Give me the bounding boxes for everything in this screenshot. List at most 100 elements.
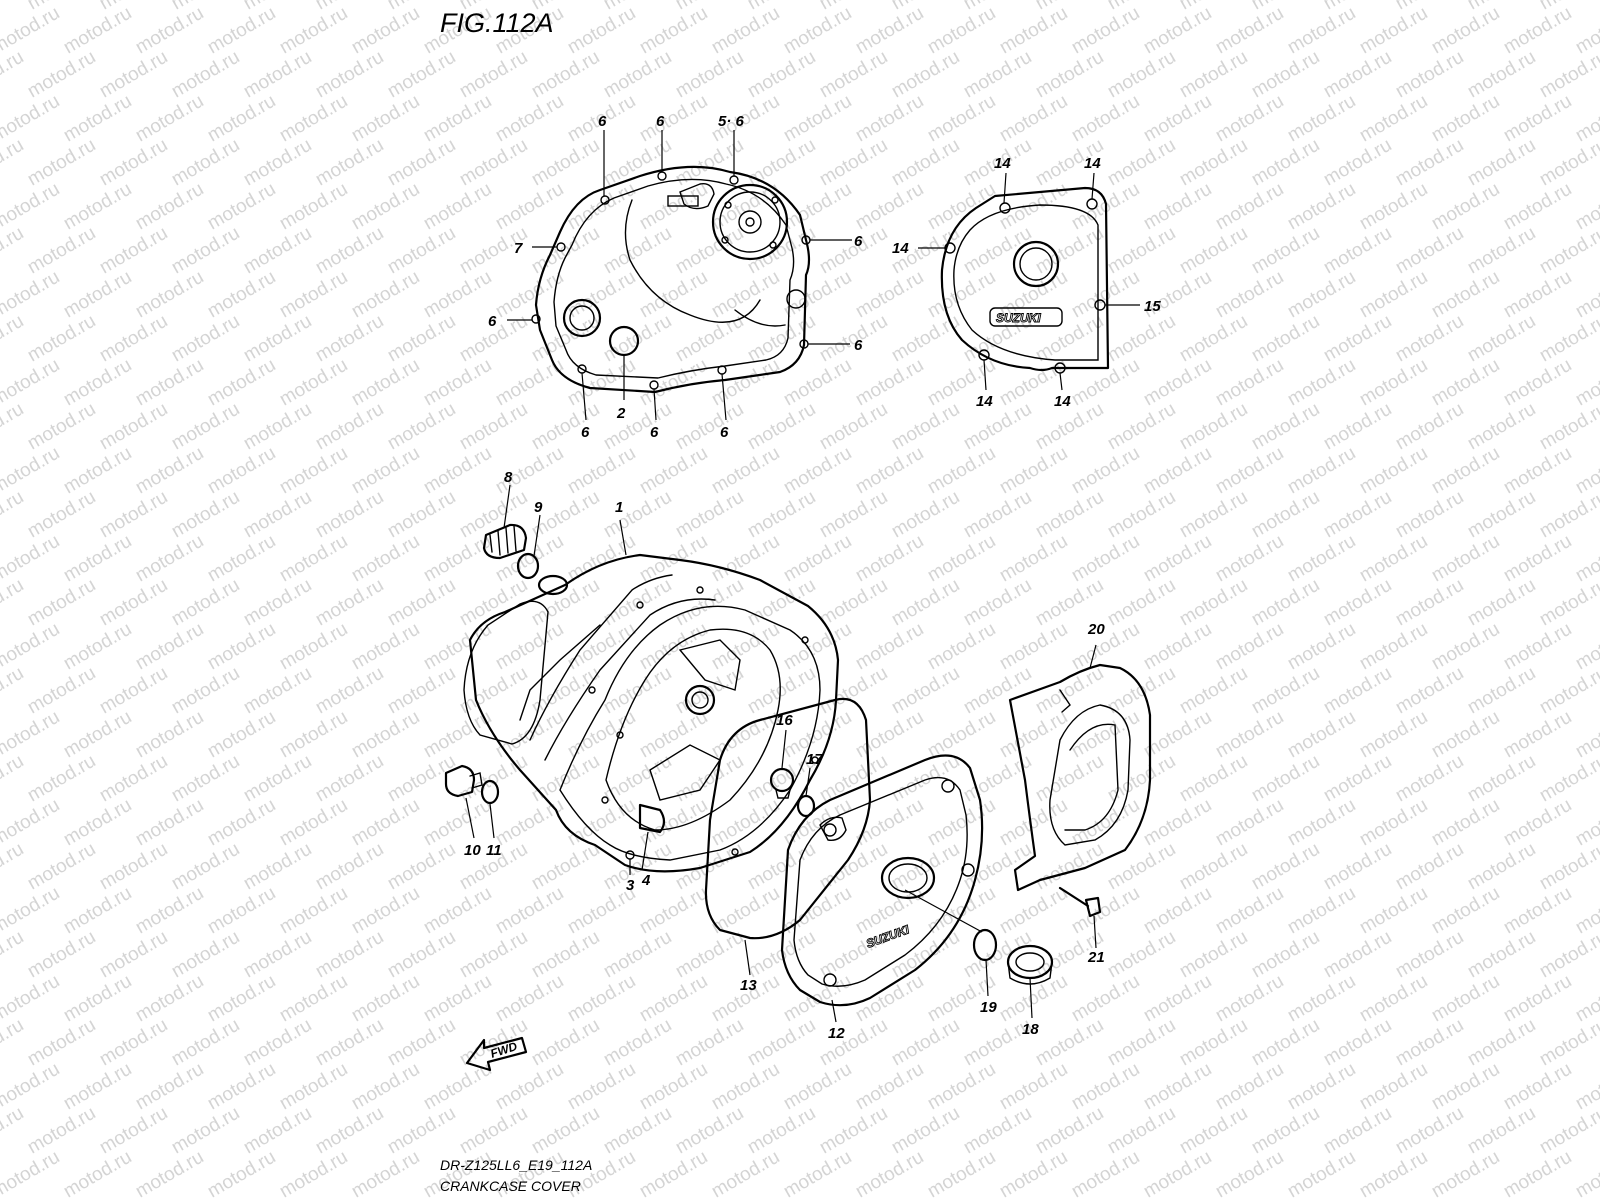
callout-17: 17	[806, 751, 823, 768]
watermark-text: motod.ru	[1392, 663, 1467, 719]
watermark-text: motod.ru	[1176, 1103, 1251, 1159]
watermark-text: motod.ru	[276, 355, 351, 411]
watermark-text: motod.ru	[600, 487, 675, 543]
watermark-text: motod.ru	[1500, 3, 1575, 59]
watermark-text: motod.ru	[996, 707, 1071, 763]
watermark-text: motod.ru	[816, 223, 891, 279]
watermark-text: motod.ru	[312, 575, 387, 631]
watermark-text: motod.ru	[672, 399, 747, 455]
watermark-text: motod.ru	[1320, 927, 1395, 983]
watermark-text: motod.ru	[528, 223, 603, 279]
watermark-text: motod.ru	[1104, 223, 1179, 279]
watermark-text: motod.ru	[1212, 619, 1287, 675]
watermark-text: motod.ru	[1284, 179, 1359, 235]
watermark-text: motod.ru	[1140, 531, 1215, 587]
watermark-text: motod.ru	[0, 927, 27, 983]
watermark-text: motod.ru	[1104, 839, 1179, 895]
clutch-cover-inner-view	[531, 165, 811, 394]
watermark-text: motod.ru	[1212, 355, 1287, 411]
watermark-text: motod.ru	[1248, 487, 1323, 543]
watermark-text: motod.ru	[492, 971, 567, 1027]
drain-plug-part-10	[444, 764, 483, 798]
callout-9: 9	[534, 499, 543, 516]
watermark-text: motod.ru	[888, 487, 963, 543]
watermark-text: motod.ru	[1104, 1015, 1179, 1071]
watermark-text: motod.ru	[1140, 1147, 1215, 1200]
watermark-text: motod.ru	[384, 311, 459, 367]
watermark-text: motod.ru	[888, 663, 963, 719]
watermark-text: motod.ru	[636, 3, 711, 59]
watermark-text: motod.ru	[1284, 531, 1359, 587]
watermark-text: motod.ru	[240, 1103, 315, 1159]
watermark-text: motod.ru	[780, 619, 855, 675]
watermark-text: motod.ru	[60, 3, 135, 59]
watermark-text: motod.ru	[744, 487, 819, 543]
watermark-text: motod.ru	[384, 47, 459, 103]
watermark-text: motod.ru	[1284, 971, 1359, 1027]
watermark-text: motod.ru	[1536, 663, 1600, 719]
watermark-text: motod.ru	[744, 47, 819, 103]
callout-1: 1	[615, 499, 623, 516]
watermark-text: motod.ru	[1212, 795, 1287, 851]
watermark-text: motod.ru	[1140, 707, 1215, 763]
watermark-text: motod.ru	[852, 355, 927, 411]
watermark-text: motod.ru	[1212, 267, 1287, 323]
watermark-text: motod.ru	[1248, 223, 1323, 279]
watermark-text: motod.ru	[60, 1059, 135, 1115]
watermark-text: motod.ru	[168, 839, 243, 895]
watermark-text: motod.ru	[96, 751, 171, 807]
watermark-text: motod.ru	[852, 91, 927, 147]
watermark-text: motod.ru	[1356, 3, 1431, 59]
oil-filler-cap-part-8	[482, 523, 528, 560]
watermark-text: motod.ru	[924, 707, 999, 763]
watermark-text: motod.ru	[24, 223, 99, 279]
watermark-text: motod.ru	[1104, 575, 1179, 631]
watermark-text: motod.ru	[816, 399, 891, 455]
watermark-text: motod.ru	[96, 927, 171, 983]
watermark-text: motod.ru	[96, 663, 171, 719]
leader-lines	[465, 130, 1140, 1023]
watermark-text: motod.ru	[1068, 267, 1143, 323]
watermark-text: motod.ru	[0, 0, 27, 14]
watermark-text: motod.ru	[708, 1059, 783, 1115]
watermark-text: motod.ru	[816, 47, 891, 103]
watermark-text: motod.ru	[1428, 355, 1503, 411]
watermark-text: motod.ru	[1536, 223, 1600, 279]
watermark-text: motod.ru	[1032, 663, 1107, 719]
watermark-text: motod.ru	[1140, 1059, 1215, 1115]
watermark-text: motod.ru	[312, 47, 387, 103]
watermark-text: motod.ru	[996, 3, 1071, 59]
watermark-text: motod.ru	[1176, 1015, 1251, 1071]
watermark-text: motod.ru	[672, 311, 747, 367]
watermark-text: motod.ru	[1392, 1015, 1467, 1071]
watermark-text: motod.ru	[1500, 267, 1575, 323]
watermark-text: motod.ru	[744, 575, 819, 631]
watermark-text: motod.ru	[1536, 399, 1600, 455]
watermark-text: motod.ru	[1284, 267, 1359, 323]
callout-6: 6	[598, 113, 607, 130]
watermark-text: motod.ru	[132, 1059, 207, 1115]
crankcase-cover-assembly	[463, 553, 840, 873]
watermark-text: motod.ru	[528, 399, 603, 455]
watermark-text: motod.ru	[276, 267, 351, 323]
watermark-text: motod.ru	[96, 1015, 171, 1071]
watermark-text: motod.ru	[636, 1059, 711, 1115]
watermark-text: motod.ru	[348, 1147, 423, 1200]
watermark-text: motod.ru	[276, 1059, 351, 1115]
watermark-text: motod.ru	[456, 927, 531, 983]
watermark-text: motod.ru	[924, 179, 999, 235]
watermark-text: motod.ru	[996, 1147, 1071, 1200]
watermark-text: motod.ru	[1356, 971, 1431, 1027]
watermark-text: motod.ru	[276, 619, 351, 675]
watermark-text: motod.ru	[312, 311, 387, 367]
watermark-text: motod.ru	[888, 311, 963, 367]
watermark-text: motod.ru	[744, 311, 819, 367]
callout-15: 15	[1144, 298, 1161, 315]
watermark-text: motod.ru	[816, 663, 891, 719]
watermark-text: motod.ru	[780, 1059, 855, 1115]
watermark-text: motod.ru	[204, 619, 279, 675]
watermark-text: motod.ru	[1500, 443, 1575, 499]
watermark-text: motod.ru	[1392, 839, 1467, 895]
watermark-text: motod.ru	[1176, 663, 1251, 719]
watermark-text: motod.ru	[1284, 355, 1359, 411]
